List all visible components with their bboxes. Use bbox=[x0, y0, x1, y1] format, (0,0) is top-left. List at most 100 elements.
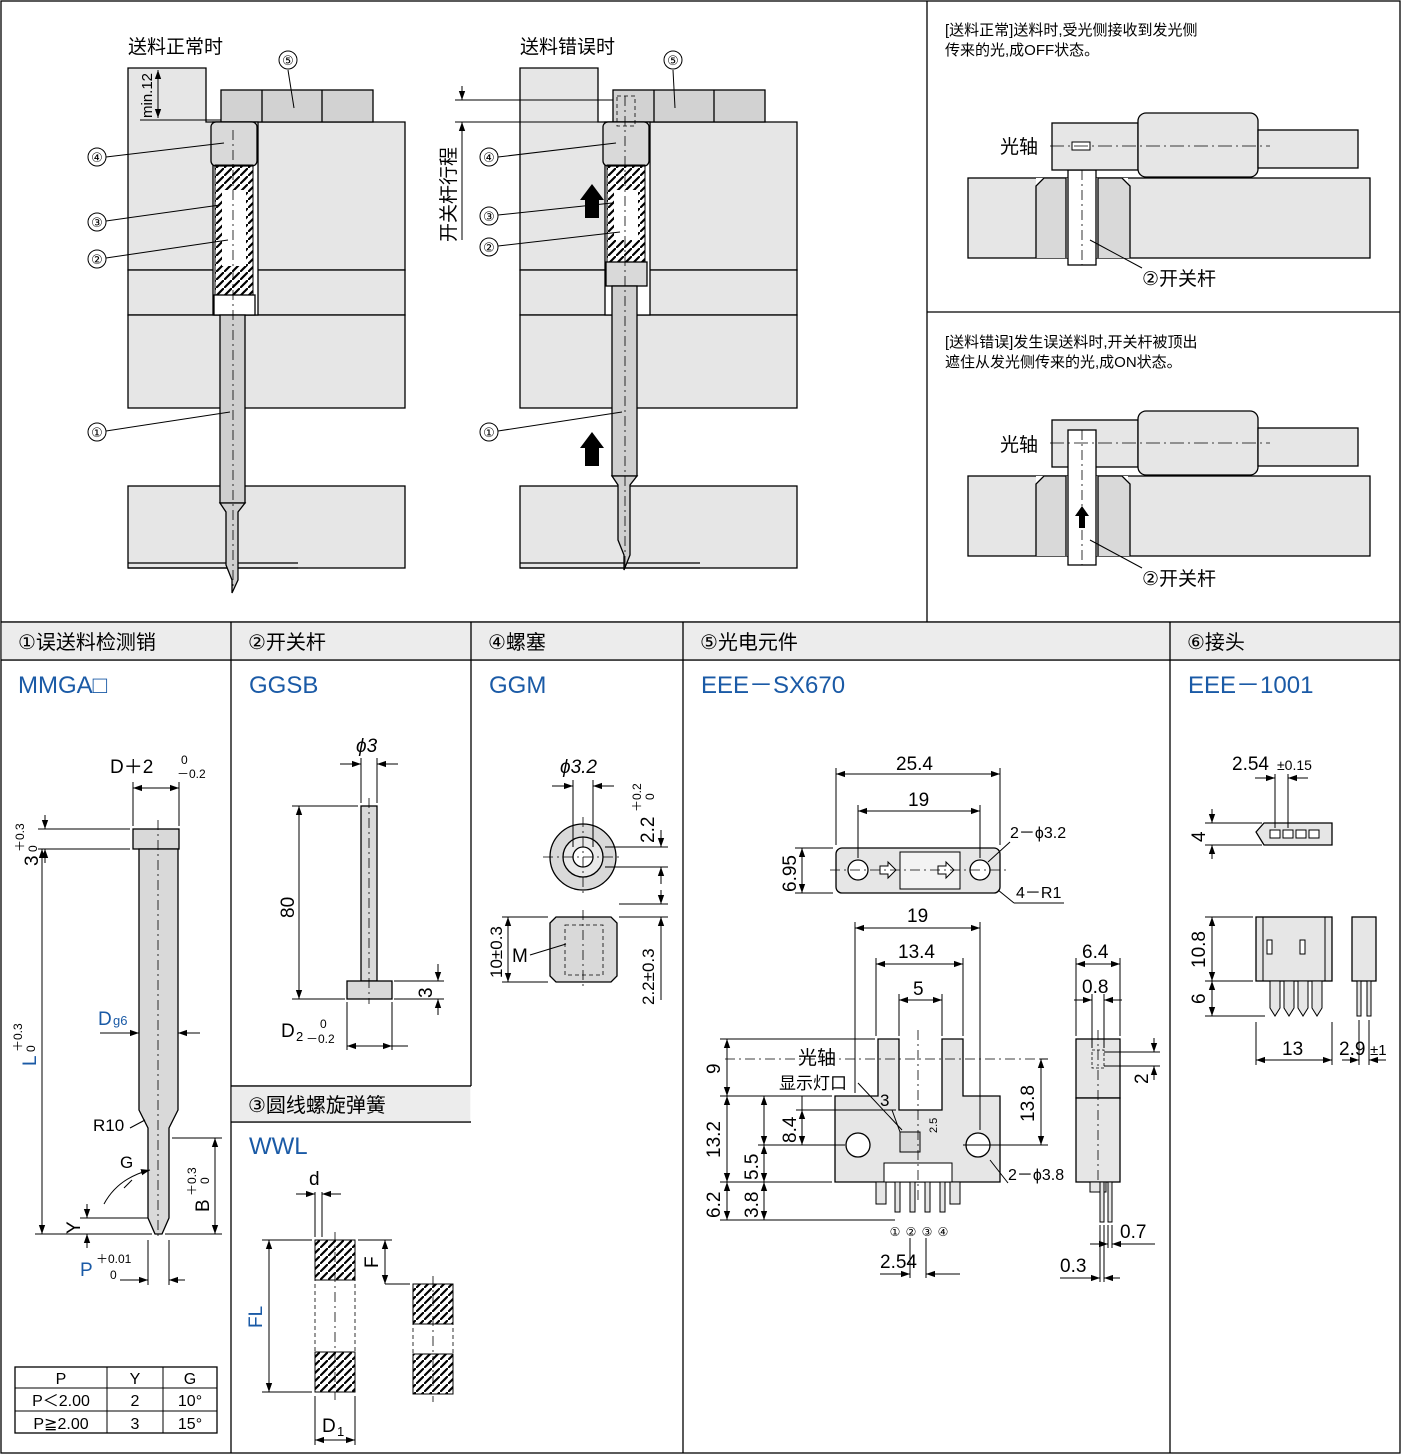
mmga-pin-drawing: D＋2 0 －0.2 3 ＋0.3 0 L ＋0.3 0 D g6 R10 G … bbox=[11, 753, 222, 1285]
ggsb-diameter: ϕ3 bbox=[356, 736, 378, 757]
ggsb-head-diameter: D bbox=[281, 1021, 295, 1042]
mmga-head-height-lo: 0 bbox=[26, 845, 40, 852]
sx670-drawing: 25.4 19 2－ϕ3.2 6.95 4－R1 19 bbox=[704, 754, 1160, 1282]
connector-drawing: 2.54 ±0.15 4 10.8 6 13 bbox=[1189, 754, 1387, 1065]
switch-rod-label-err: ②开关杆 bbox=[1142, 568, 1216, 590]
switch-stroke-label: 开关杆行程 bbox=[438, 147, 460, 242]
mmga-length-L: L bbox=[20, 1055, 41, 1066]
sx670-pin-1: ① bbox=[890, 1225, 901, 1239]
optical-axis-label-err: 光轴 bbox=[1000, 434, 1038, 456]
table-cell-r1-Y: 2 bbox=[131, 1393, 140, 1410]
normal-desc-line2: 传来的光,成OFF状态。 bbox=[945, 42, 1099, 59]
mmga-head-tol-lo: －0.2 bbox=[177, 767, 206, 781]
callout-5: ⑤ bbox=[282, 53, 294, 68]
ggsb-head-diameter-sub: 2 bbox=[296, 1029, 303, 1044]
sx670-width-13-4: 13.4 bbox=[898, 942, 935, 963]
sx670-pin-2: ② bbox=[906, 1225, 917, 1239]
sx670-hole-pitch-19: 19 bbox=[908, 790, 929, 811]
connector-pitch: 2.54 bbox=[1232, 754, 1269, 775]
mmga-B-dimension: B bbox=[193, 1199, 214, 1212]
table-header-P: P bbox=[56, 1371, 67, 1388]
wwl-outer-diameter: D bbox=[322, 1416, 336, 1437]
normal-desc-line1: [送料正常]送料时,受光侧接收到发光侧 bbox=[945, 22, 1198, 39]
connector-pin-spacing: 2.9 bbox=[1339, 1039, 1365, 1060]
ggm-plug-drawing: ϕ3.2 2.2 ＋0.2 0 10±0.3 M 2.2±0.3 bbox=[487, 757, 668, 1005]
ggm-thread-M: M bbox=[512, 946, 528, 967]
sx670-width-19: 19 bbox=[907, 906, 928, 927]
connector-height-10-8: 10.8 bbox=[1189, 931, 1210, 968]
connector-pitch-tol: ±0.15 bbox=[1277, 757, 1312, 773]
sx670-dim-2-5: 2.5 bbox=[928, 1118, 940, 1133]
part-code-sx670: EEE－SX670 bbox=[701, 672, 845, 699]
table-cell-r1-P: P＜2.00 bbox=[32, 1393, 90, 1410]
sx670-slit-0-8: 0.8 bbox=[1082, 977, 1108, 998]
table-cell-r1-G: 10° bbox=[178, 1393, 202, 1410]
sx670-height-13-8: 13.8 bbox=[1018, 1085, 1039, 1122]
normal-feed-diagram: 送料正常时 min.12 bbox=[87, 36, 406, 594]
table-cell-r2-G: 15° bbox=[178, 1416, 202, 1433]
normal-feed-title: 送料正常时 bbox=[128, 36, 223, 58]
sx670-height-5-5: 5.5 bbox=[742, 1154, 763, 1180]
callout-3-err: ③ bbox=[483, 209, 495, 224]
section-header-connector: ⑥接头 bbox=[1187, 631, 1245, 654]
sx670-pin-pitch: 2.54 bbox=[880, 1252, 917, 1273]
mmga-length-lo: 0 bbox=[24, 1045, 38, 1052]
part-code-ggm: GGM bbox=[489, 672, 546, 699]
sx670-dim-3: 3 bbox=[880, 1091, 889, 1110]
ggsb-rod-drawing: ϕ3 80 3 D 2 0 －0.2 bbox=[278, 736, 444, 1050]
mmga-P-tol-lo: 0 bbox=[110, 1268, 117, 1282]
mmga-B-tol-lo: 0 bbox=[198, 1177, 212, 1184]
header-bar bbox=[1, 621, 1400, 1123]
section-header-mmga: ①误送料检测销 bbox=[18, 631, 156, 654]
connector-pin-spacing-tol: ±1 bbox=[1370, 1042, 1387, 1059]
sx670-pin-4: ④ bbox=[938, 1225, 949, 1239]
sx670-width-25-4: 25.4 bbox=[896, 754, 933, 775]
callout-4: ④ bbox=[91, 150, 103, 165]
callout-4-err: ④ bbox=[483, 150, 495, 165]
section-header-ggsb: ②开关杆 bbox=[248, 631, 326, 654]
mmga-shank-diameter: D bbox=[98, 1009, 112, 1030]
section-header-sx670: ⑤光电元件 bbox=[700, 631, 798, 654]
table-cell-r2-P: P≧2.00 bbox=[33, 1416, 88, 1433]
callout-2-err: ② bbox=[483, 240, 495, 255]
connector-pin-6: 6 bbox=[1189, 993, 1210, 1004]
sensor-normal-detail: [送料正常]送料时,受光侧接收到发光侧 传来的光,成OFF状态。 光轴 ②开关杆 bbox=[945, 22, 1371, 290]
callout-1-err: ① bbox=[483, 425, 495, 440]
table-header-G: G bbox=[184, 1371, 196, 1388]
callout-1: ① bbox=[91, 425, 103, 440]
mmga-P-tol-up: ＋0.01 bbox=[96, 1252, 132, 1266]
wwl-free-length: FL bbox=[246, 1306, 267, 1328]
callout-2: ② bbox=[91, 252, 103, 267]
error-feed-diagram: 送料错误时 开关杆行程 bbox=[438, 36, 798, 571]
sx670-holes-3-2: 2－ϕ3.2 bbox=[1010, 825, 1066, 842]
ggsb-head-tol-up: 0 bbox=[320, 1017, 327, 1031]
part-code-mmga: MMGA□ bbox=[18, 672, 108, 699]
sx670-height-6-2: 6.2 bbox=[704, 1192, 725, 1218]
sx670-height-13-2: 13.2 bbox=[704, 1121, 725, 1158]
callout-5-err: ⑤ bbox=[667, 53, 679, 68]
section-header-ggm: ④螺塞 bbox=[488, 631, 546, 654]
mmga-shank-diameter-tol: g6 bbox=[113, 1013, 127, 1028]
error-feed-title: 送料错误时 bbox=[520, 36, 615, 58]
mmga-length-up: ＋0.3 bbox=[11, 1023, 25, 1052]
ggm-bore-depth-lo: 0 bbox=[643, 793, 657, 800]
ggm-bore-diameter: ϕ3.2 bbox=[560, 757, 597, 778]
sx670-height-8-4: 8.4 bbox=[780, 1116, 801, 1143]
sx670-holes-3-8: 2－ϕ3.8 bbox=[1008, 1167, 1064, 1184]
table-cell-r2-Y: 3 bbox=[131, 1416, 140, 1433]
connector-height-4: 4 bbox=[1189, 831, 1210, 842]
mmga-Y-dimension: Y bbox=[64, 1221, 85, 1234]
mmga-head-diameter: D＋2 bbox=[110, 757, 153, 778]
sx670-pin-0-3: 0.3 bbox=[1060, 1256, 1086, 1277]
ggsb-length: 80 bbox=[278, 897, 299, 918]
ggm-b-dimension: 2.2±0.3 bbox=[639, 948, 658, 1005]
wwl-outer-diameter-sub: 1 bbox=[337, 1424, 344, 1439]
mmga-head-tol-up: 0 bbox=[181, 753, 188, 767]
ggsb-head-tol-lo: －0.2 bbox=[306, 1032, 335, 1046]
part-code-ggsb: GGSB bbox=[249, 672, 318, 699]
sensor-error-detail: [送料错误]发生误送料时,开关杆被顶出 遮住从发光侧传来的光,成ON状态。 光轴… bbox=[945, 334, 1371, 590]
switch-rod-label: ②开关杆 bbox=[1142, 268, 1216, 290]
sx670-indicator-window: 显示灯口 bbox=[779, 1074, 847, 1093]
mmga-head-height: 3 bbox=[22, 855, 43, 866]
